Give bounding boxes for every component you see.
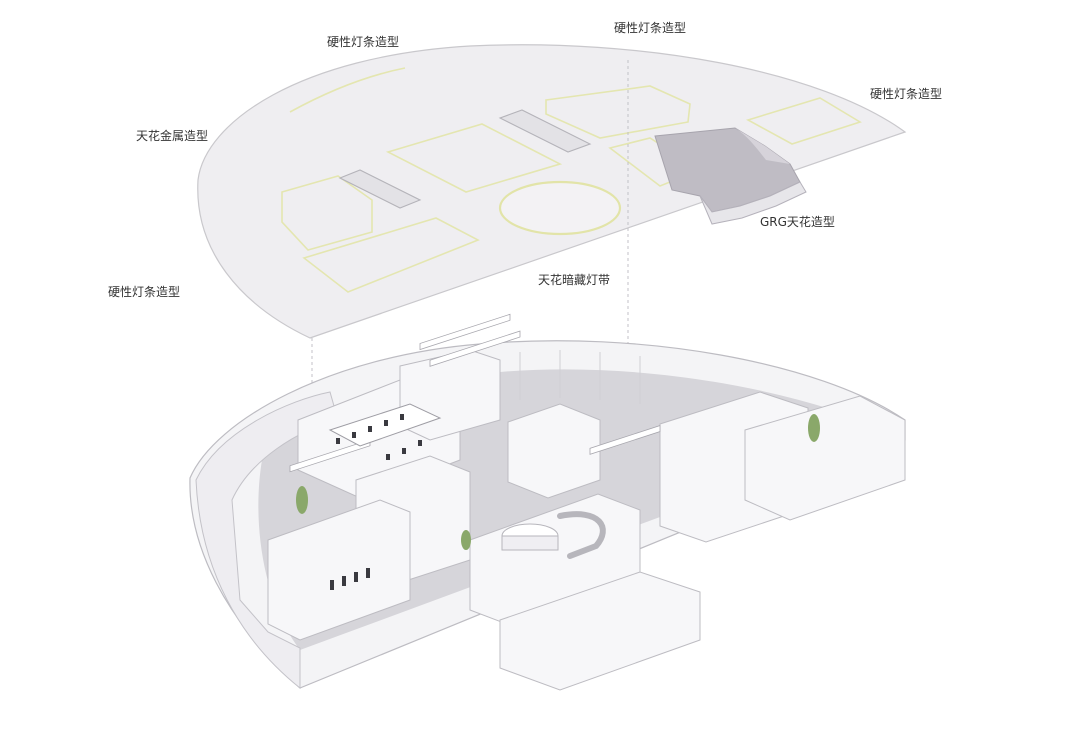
label-rigid-strip-left: 硬性灯条造型 [108, 285, 180, 299]
office-block [507, 403, 601, 499]
label-grg-ceiling: GRG天花造型 [760, 214, 835, 229]
chair [352, 432, 356, 438]
desk-row-2 [429, 330, 521, 367]
chair [366, 568, 370, 578]
far-right-wing [744, 395, 906, 521]
label-metal-ceiling: 天花金属造型 [136, 128, 208, 143]
label-rigid-strip-right: 硬性灯条造型 [870, 87, 942, 101]
label-rigid-strip-top-center: 硬性灯条造型 [614, 21, 686, 35]
label-rigid-strip-top-left: 硬性灯条造型 [327, 35, 399, 49]
curved-window-seating [195, 391, 339, 690]
chair [330, 580, 334, 590]
light-strip-panel-bottom-left [302, 217, 480, 293]
metal-slot-1 [338, 169, 422, 209]
round-desk-base [501, 535, 559, 551]
chair [336, 438, 340, 444]
light-strip-outlines [281, 67, 862, 293]
circular-light-strip [498, 180, 622, 236]
light-strip-panel-left [281, 175, 373, 251]
desk-row-1 [419, 313, 511, 351]
light-strip-panel-top [545, 85, 691, 139]
chair [402, 448, 406, 454]
plant [461, 530, 471, 550]
chair [368, 426, 372, 432]
left-partition [267, 499, 411, 641]
grg-ceiling-feature [654, 127, 807, 225]
light-strip-arc-top [289, 67, 406, 113]
plant [296, 486, 308, 514]
floor-plan-model [189, 313, 906, 691]
front-counter [499, 571, 701, 691]
chair [400, 414, 404, 420]
chair [386, 454, 390, 460]
curved-counter [557, 511, 606, 559]
plant [808, 414, 820, 442]
metal-slot-2 [498, 109, 592, 153]
chair [384, 420, 388, 426]
ceiling-plane [197, 44, 907, 410]
light-strip-panel-center [385, 123, 563, 193]
label-hidden-light-strip: 天花暗藏灯带 [538, 272, 610, 287]
chair [342, 576, 346, 586]
light-strip-panel-right [745, 97, 862, 145]
desk-row-3 [589, 425, 661, 455]
chair [354, 572, 358, 582]
chair [418, 440, 422, 446]
